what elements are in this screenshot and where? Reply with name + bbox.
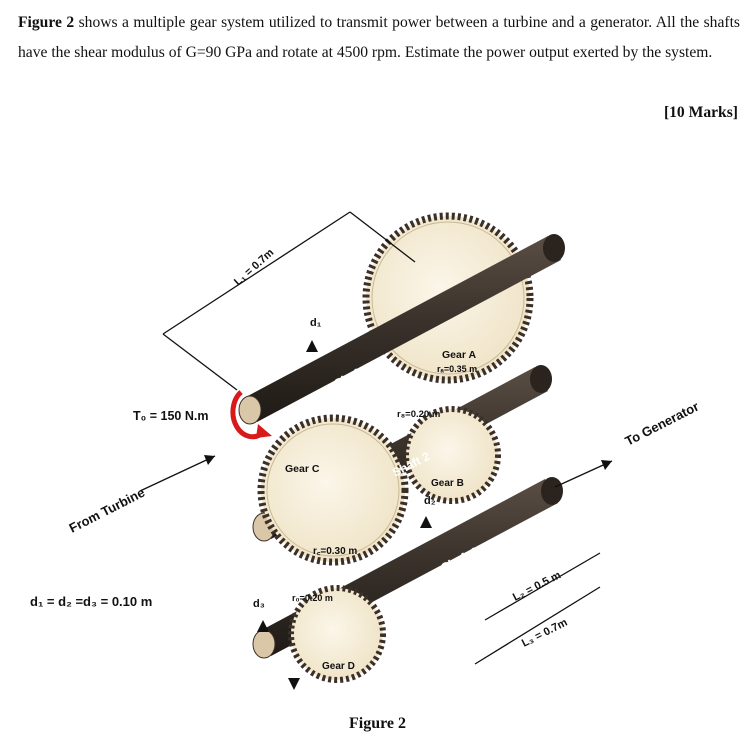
marks-label: [10 Marks]	[663, 104, 738, 121]
to-generator-label: To Generator	[623, 399, 702, 449]
figure-caption: Figure 2	[348, 715, 407, 732]
shaft-1	[238, 234, 565, 425]
figure-ref: Figure 2	[18, 14, 75, 31]
from-turbine-label: From Turbine	[67, 485, 148, 536]
gear-a-label: Gear A	[442, 349, 476, 361]
gear-b-label: Gear B	[431, 478, 464, 489]
pointer-arrows	[204, 340, 612, 690]
torque-arrow	[230, 390, 272, 440]
rc-label: r꜀=0.30 m	[313, 546, 357, 557]
gear-c	[257, 414, 409, 566]
question-text: Figure 2 shows a multiple gear system ut…	[18, 8, 740, 68]
gear-d-label: Gear D	[322, 661, 355, 672]
rd-label: r₀=0.20 m	[292, 593, 333, 603]
l2-label: L₂ = 0.5 m	[511, 569, 563, 604]
rb-label: r₈=0.20 m	[397, 409, 440, 420]
d3-label: d₃	[253, 598, 265, 610]
d1-label: d₁	[310, 317, 322, 329]
gear-c-label: Gear C	[285, 463, 320, 475]
l1-label: L₁ = 0.7m	[232, 246, 277, 288]
diameters-label: d₁ = d₂ =d₃ = 0.10 m	[30, 594, 152, 609]
question-body: shows a multiple gear system utilized to…	[18, 14, 740, 61]
d2-label: d₂	[424, 495, 436, 507]
torque-label: T₀ = 150 N.m	[133, 409, 208, 423]
ra-label: rₐ=0.35 m	[437, 364, 477, 374]
dimension-lines	[139, 211, 613, 665]
gear-b	[403, 406, 501, 504]
gear-d	[288, 585, 386, 683]
